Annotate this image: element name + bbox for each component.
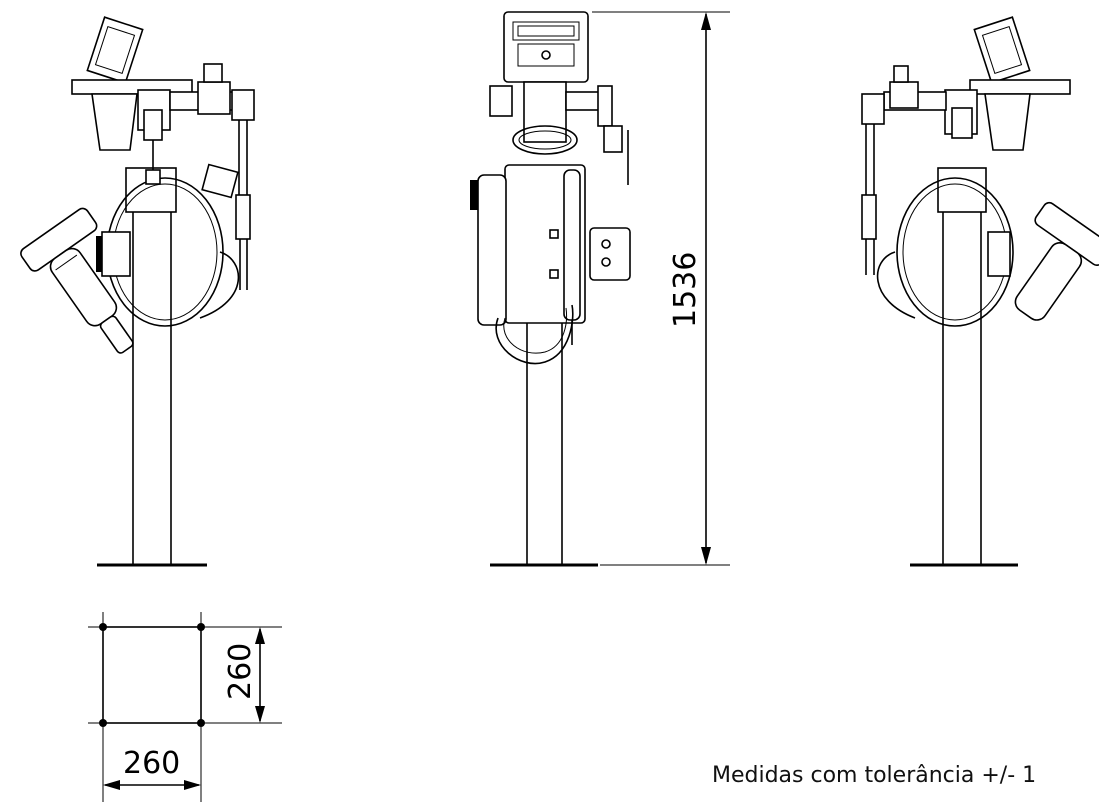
height-dimension: 1536 — [592, 11, 730, 566]
base-bottom-dimension: 260 — [102, 740, 202, 802]
center-view — [470, 11, 631, 567]
height-dimension-label: 1536 — [668, 252, 703, 328]
base-bottom-dimension-label: 260 — [123, 746, 180, 781]
base-side-dimension-label: 260 — [223, 643, 258, 700]
tolerance-note: Medidas com tolerância +/- 1 — [712, 763, 1036, 788]
left-view — [20, 16, 255, 567]
right-view — [861, 16, 1099, 567]
base-side-dimension: 260 — [201, 626, 282, 724]
base-plate — [88, 612, 216, 740]
